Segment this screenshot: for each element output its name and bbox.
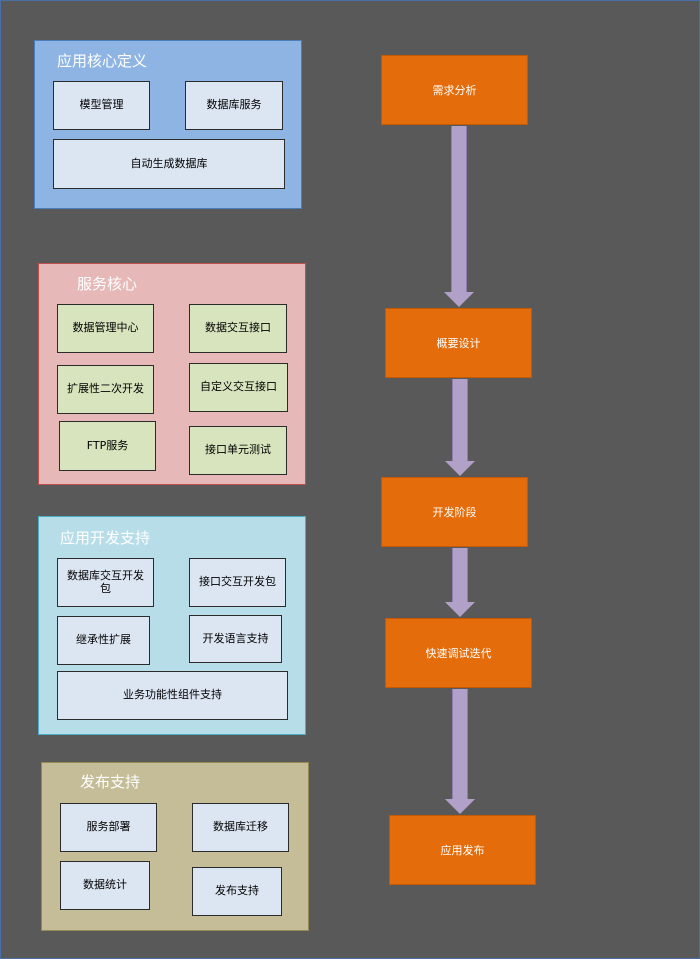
group-release-support: 发布支持 服务部署 数据库迁移 数据统计 发布支持: [41, 762, 309, 931]
flow-step-outline-design: 概要设计: [385, 308, 532, 378]
group-service-core: 服务核心 数据管理中心 数据交互接口 扩展性二次开发 自定义交互接口 FTP服务…: [38, 263, 306, 485]
box-database-sdk: 数据库交互开发包: [57, 558, 154, 607]
group-title: 服务核心: [77, 275, 138, 293]
flow-arrow-1: [444, 126, 474, 307]
box-custom-interaction-interface: 自定义交互接口: [189, 363, 288, 412]
group-title: 应用开发支持: [60, 529, 151, 547]
box-interface-unit-test: 接口单元测试: [189, 426, 287, 475]
group-title: 发布支持: [80, 773, 141, 791]
box-database-migration: 数据库迁移: [192, 803, 289, 852]
box-release-support: 发布支持: [192, 867, 282, 916]
box-data-interaction-interface: 数据交互接口: [189, 304, 287, 353]
flow-arrow-2: [445, 379, 475, 476]
group-app-development-support: 应用开发支持 数据库交互开发包 接口交互开发包 继承性扩展 开发语言支持 业务功…: [38, 516, 306, 735]
box-model-management: 模型管理: [53, 81, 150, 130]
box-ftp-service: FTP服务: [59, 421, 156, 471]
group-title: 应用核心定义: [57, 52, 148, 70]
flow-step-requirements-analysis: 需求分析: [381, 55, 528, 125]
box-inheritance-extension: 继承性扩展: [57, 616, 150, 665]
box-data-management-center: 数据管理中心: [57, 304, 154, 353]
box-extensibility-development: 扩展性二次开发: [57, 365, 154, 414]
box-auto-generate-database: 自动生成数据库: [53, 139, 285, 189]
box-data-statistics: 数据统计: [60, 861, 150, 910]
box-database-service: 数据库服务: [185, 81, 283, 130]
flow-arrow-3: [445, 548, 475, 617]
box-interface-sdk: 接口交互开发包: [189, 558, 286, 607]
box-service-deployment: 服务部署: [60, 803, 157, 852]
flow-step-development: 开发阶段: [381, 477, 528, 547]
box-language-support: 开发语言支持: [189, 615, 282, 663]
flow-step-app-release: 应用发布: [389, 815, 536, 885]
flow-step-rapid-debug-iteration: 快速调试迭代: [385, 618, 532, 688]
box-business-components: 业务功能性组件支持: [57, 671, 288, 720]
flow-arrow-4: [445, 689, 475, 814]
group-app-core-definition: 应用核心定义 模型管理 数据库服务 自动生成数据库: [34, 40, 302, 209]
